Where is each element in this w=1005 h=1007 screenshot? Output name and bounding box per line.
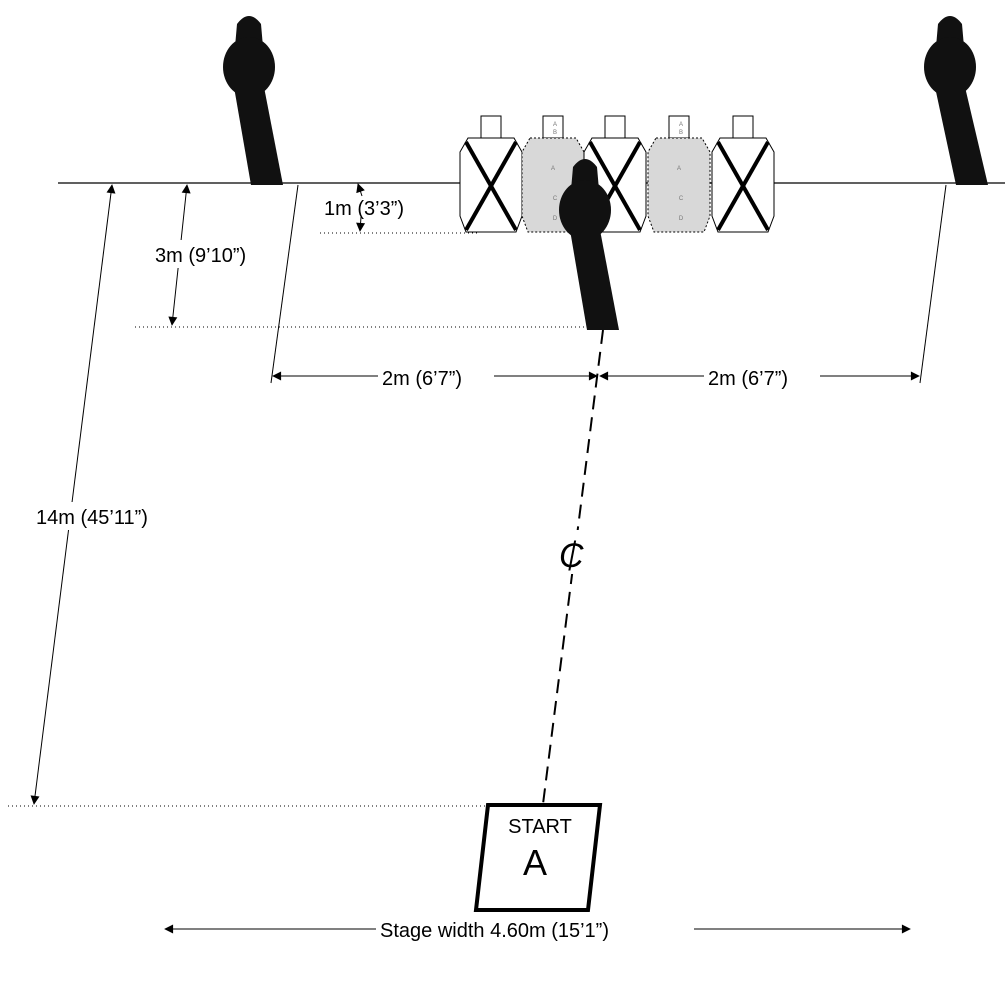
no-shoot-x-icon (716, 141, 770, 231)
target-zone-letter: B (553, 130, 557, 136)
target-zone-letter: A (677, 166, 681, 172)
target-head-tab (604, 115, 626, 139)
target-zone-letter: B (679, 130, 683, 136)
dimension-1m-label: 1m (3’3”) (324, 198, 404, 220)
target-zone-letter: C (553, 196, 558, 202)
centerline (542, 329, 604, 805)
dimension-1m-arrow (356, 183, 365, 197)
target-zone-letter: A (551, 166, 555, 172)
start-box-label: START (508, 816, 572, 838)
target-zone-letter: A (553, 122, 557, 128)
popper-post (935, 87, 988, 185)
dimension-14m-label: 14m (45’11”) (36, 507, 148, 529)
popper-head (559, 180, 611, 240)
target-zone-letter: A (679, 122, 683, 128)
popper-post (570, 230, 619, 330)
extension-line-left (270, 184, 299, 384)
start-box: START A (473, 803, 603, 912)
target-head-tab (480, 115, 502, 139)
target-zone-letter: D (553, 216, 558, 222)
popper-icon (223, 16, 283, 185)
no-shoot-x-icon (464, 141, 518, 231)
dimension-3m-label: 3m (9’10”) (155, 245, 246, 267)
dimension-2m-left-label: 2m (6’7”) (382, 368, 462, 390)
stage-width-label: Stage width 4.60m (15’1”) (380, 920, 609, 942)
popper-head (924, 37, 976, 97)
popper-icon (559, 159, 619, 330)
cardboard-target-icon (647, 137, 711, 233)
target-head-tab (732, 115, 754, 139)
popper-head (223, 37, 275, 97)
dimension-14m-line (30, 184, 116, 805)
centerline-symbol: ₵ (559, 537, 584, 575)
popper-post (234, 87, 283, 185)
dimension-1m-arrow (356, 216, 366, 232)
target-zone-letter: C (679, 196, 684, 202)
start-box-letter: A (523, 842, 547, 883)
dimension-2m-right-label: 2m (6’7”) (708, 368, 788, 390)
target-zone-letter: D (679, 216, 684, 222)
extension-line-right (919, 184, 947, 384)
popper-icon (924, 16, 988, 185)
